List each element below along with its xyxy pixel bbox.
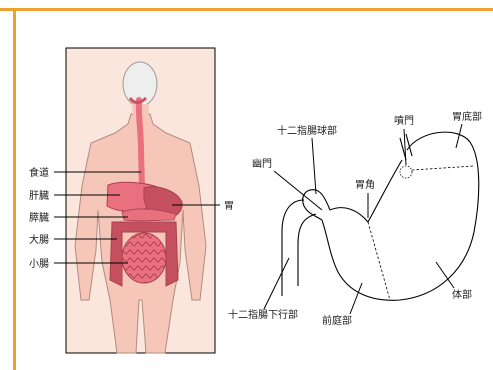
cardia-label: 噴門 [394,115,414,127]
descending-duodenum-label: 十二指腸下行部 [228,308,298,321]
stomach-lesser-curvature [330,160,402,222]
stomach-label: 胃 [224,200,234,212]
stomach-labels: 噴門 胃底部 十二指腸球部 幽門 胃角 十二指腸下行部 前庭部 体部 [228,110,482,327]
liver-label: 肝臓 [29,190,49,202]
esophagus-organ [139,100,142,190]
duodenum-outer-wall [282,200,304,296]
body-leader-line [436,262,454,288]
descending-duodenum-leader-line [264,258,289,309]
frame-top-border [0,8,493,11]
cardia-marker [400,166,412,178]
fundus-leader-line [456,124,462,148]
body-illustration [66,48,215,353]
body-label: 体部 [452,288,472,301]
frame-left-border [13,8,16,370]
duodenal-bulb-leader-line [312,138,316,194]
small-intestine-organ [122,233,166,283]
duodenum-inner-wall [298,214,316,286]
antrum-boundary [368,222,390,300]
pancreas-label: 膵臓 [29,212,49,224]
antrum-label: 前庭部 [322,314,352,327]
large-intestine-label: 大腸 [29,233,49,246]
angle-label: 胃角 [355,179,375,191]
stomach-detail-drawing [282,132,479,300]
fundus-boundary [412,166,474,170]
esophagus-label: 食道 [29,166,49,179]
pylorus-label: 幽門 [252,158,272,170]
duodenal-bulb-label: 十二指腸球部 [277,124,337,137]
fundus-label: 胃底部 [452,110,482,123]
stomach-greater-curvature [322,132,479,300]
small-intestine-label: 小腸 [29,258,49,270]
